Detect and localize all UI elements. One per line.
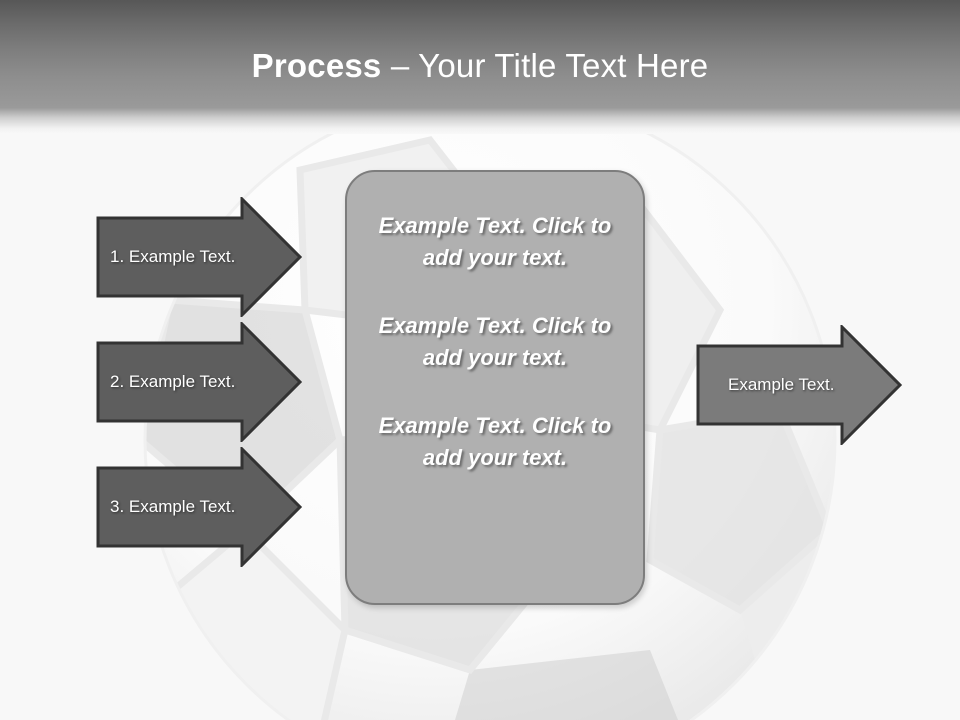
arrow-right-shape-icon (96, 322, 302, 442)
process-step-arrow-3[interactable]: 3. Example Text. (96, 447, 302, 567)
center-content-box[interactable]: Example Text. Click to add your text. Ex… (345, 170, 645, 605)
process-output-arrow[interactable]: Example Text. (696, 325, 902, 445)
arrow-right-shape-icon (96, 197, 302, 317)
process-step-arrow-2[interactable]: 2. Example Text. (96, 322, 302, 442)
page-title: Process – Your Title Text Here (0, 46, 960, 86)
center-paragraph-3: Example Text. Click to add your text. (378, 413, 612, 470)
center-paragraph-2: Example Text. Click to add your text. (378, 313, 612, 370)
center-paragraph-1: Example Text. Click to add your text. (378, 213, 612, 270)
page-title-bold: Process (251, 47, 382, 84)
header-fade (0, 108, 960, 134)
arrow-right-shape-icon (696, 325, 902, 445)
header-band (0, 0, 960, 108)
arrow-right-shape-icon (96, 447, 302, 567)
page-title-rest: – Your Title Text Here (381, 47, 709, 84)
process-step-arrow-1[interactable]: 1. Example Text. (96, 197, 302, 317)
